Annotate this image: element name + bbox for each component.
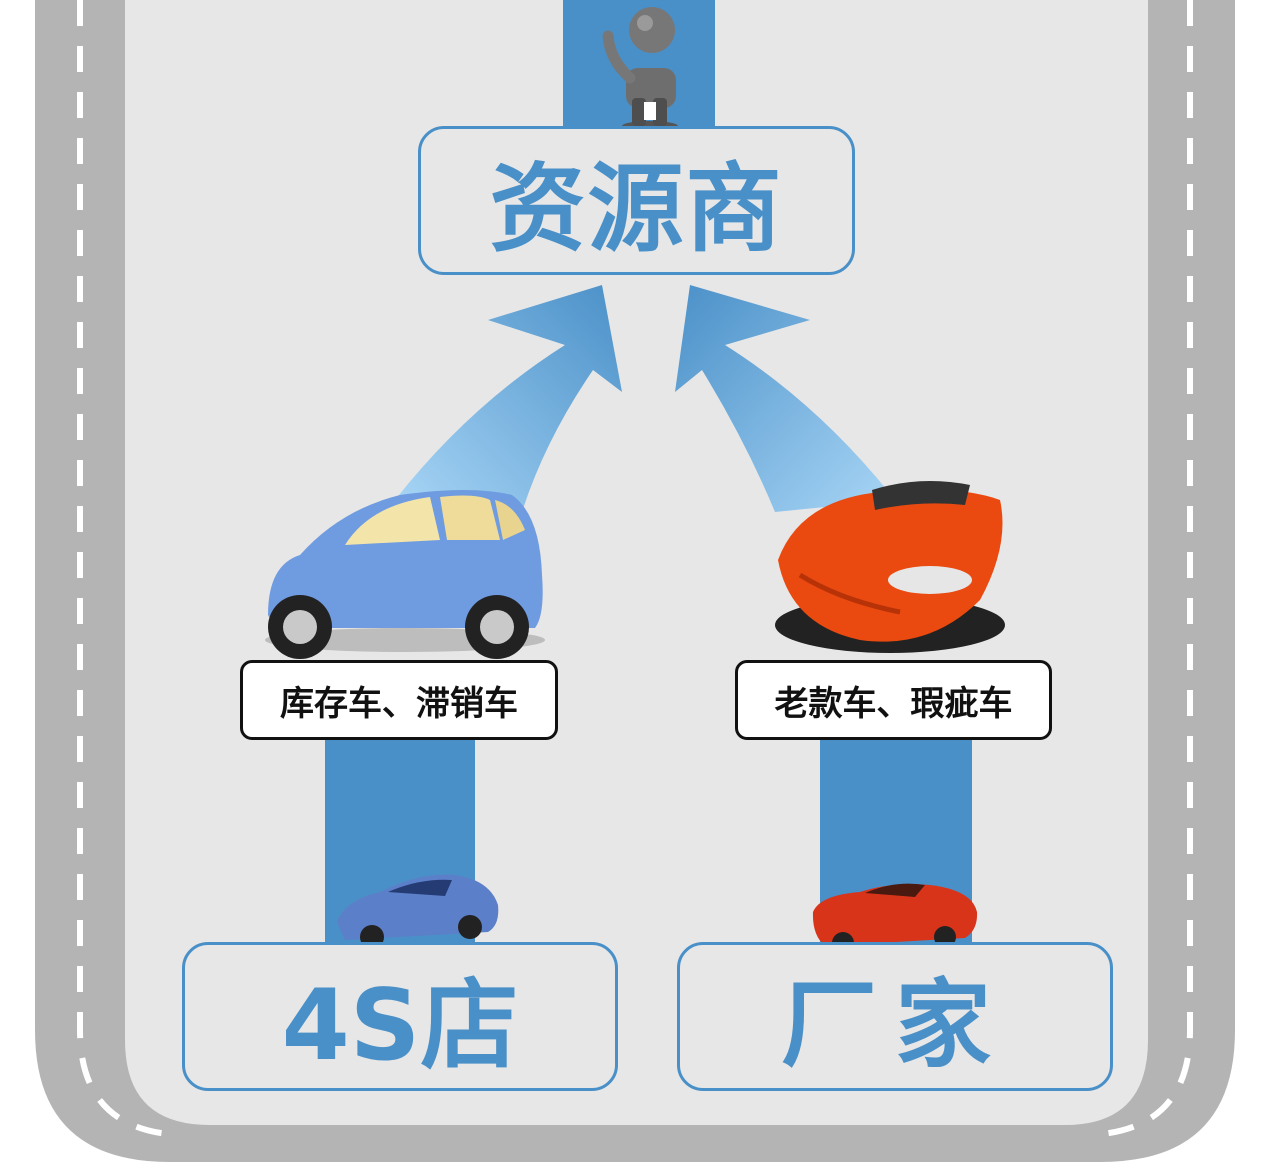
- person-icon: [602, 7, 678, 131]
- smart-car-icon: [265, 490, 545, 659]
- node-resource-dealer: 资源商: [418, 126, 855, 275]
- node-manufacturer: 厂家: [677, 942, 1113, 1091]
- arrow-left: [395, 285, 622, 512]
- node-4s-store: 4S店: [182, 942, 618, 1091]
- label-stock-cars: 库存车、滞销车: [240, 660, 558, 740]
- sedan-icon: [337, 874, 499, 949]
- label-old-model-cars: 老款车、瑕疵车: [735, 660, 1052, 740]
- arrow-right: [675, 285, 895, 512]
- sports-car-icon: [775, 481, 1005, 653]
